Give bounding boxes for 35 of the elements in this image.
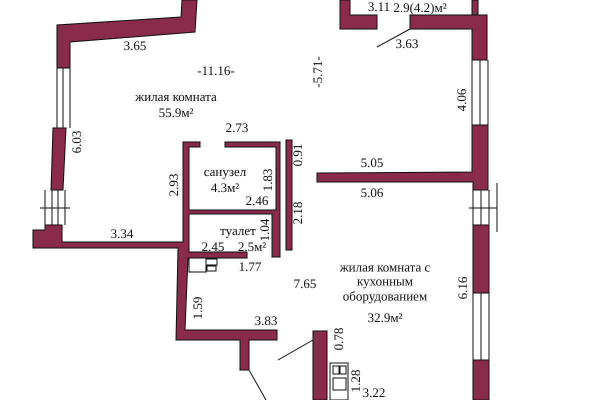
room-name: санузел bbox=[204, 164, 246, 180]
dimension-label: 3.22 bbox=[362, 386, 386, 400]
dimension-label: 7.65 bbox=[294, 276, 316, 292]
dimension-label: 0.91 bbox=[290, 144, 306, 166]
dimension-label: 2.93 bbox=[166, 174, 182, 196]
dimension-label: 5.06 bbox=[360, 186, 384, 200]
dimension-label: 1.77 bbox=[238, 260, 262, 274]
area-label: 4.3м² bbox=[210, 180, 240, 196]
dimension-label: 6.16 bbox=[456, 276, 470, 300]
dimension-label: 3.34 bbox=[110, 226, 134, 242]
dimension-label: 3.63 bbox=[396, 36, 418, 52]
dimension-label: 1.59 bbox=[190, 296, 206, 320]
room-name: жилая комната bbox=[135, 90, 217, 104]
dimension-label: 2.45 bbox=[202, 240, 224, 254]
area-label: 55.9м² bbox=[158, 106, 194, 120]
dimension-label: 5.05 bbox=[360, 156, 384, 170]
dimension-label: -5.71- bbox=[310, 56, 326, 88]
area-label: 2.5м² bbox=[238, 240, 266, 254]
dimension-label: 0.78 bbox=[332, 328, 346, 350]
room-name: туалет bbox=[220, 224, 256, 238]
dimension-label: -11.16- bbox=[197, 64, 235, 78]
dimension-label: 1.28 bbox=[348, 370, 363, 392]
dimension-label: 3.65 bbox=[124, 38, 146, 54]
dimension-label: 6.03 bbox=[70, 130, 84, 154]
dimension-label: 1.04 bbox=[258, 218, 272, 242]
dimension-label: 4.06 bbox=[454, 88, 470, 112]
area-label: 32.9м² bbox=[368, 310, 402, 326]
dimension-label: 2.73 bbox=[226, 120, 248, 136]
dimension-label: 2.18 bbox=[290, 202, 306, 224]
area-label: 2.9(4.2)м² bbox=[393, 0, 447, 16]
dimension-label: 2.46 bbox=[246, 194, 268, 208]
dimension-label: 1.83 bbox=[260, 168, 276, 192]
room-name: жилая комната с кухонным оборудованием bbox=[338, 260, 432, 304]
dimension-label: 3.11 bbox=[368, 0, 390, 14]
dimension-label: 3.83 bbox=[254, 314, 278, 328]
